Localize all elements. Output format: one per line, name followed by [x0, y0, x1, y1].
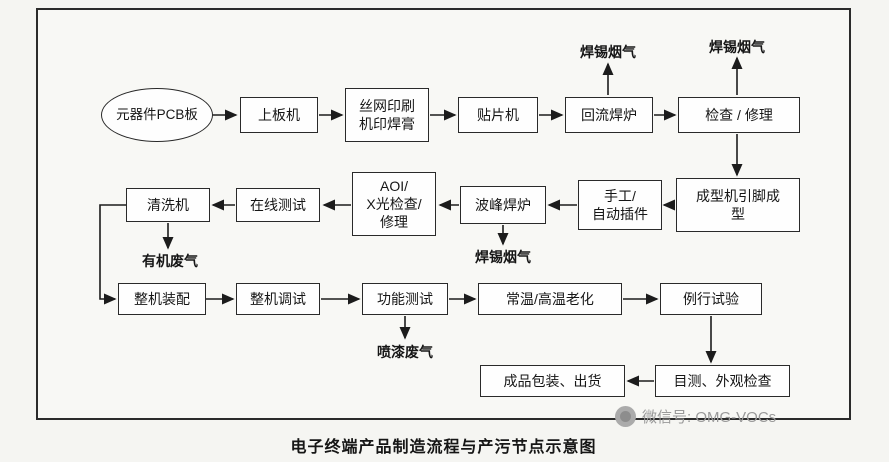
node-inspect-repair: 检查 / 修理	[678, 97, 800, 133]
watermark-logo-icon	[615, 406, 636, 427]
node-reflow-oven: 回流焊炉	[565, 97, 653, 133]
label-solder-fume-inspect: 焊锡烟气	[709, 39, 765, 55]
node-pack-ship: 成品包装、出货	[480, 365, 625, 397]
node-silk-print: 丝网印刷 机印焊膏	[345, 88, 429, 142]
label-organic-waste-gas: 有机废气	[142, 253, 198, 269]
node-inline-test: 在线测试	[236, 188, 320, 222]
node-manual-insert: 手工/ 自动插件	[578, 180, 662, 230]
node-function-test: 功能测试	[362, 283, 448, 315]
label-paint-waste-gas: 喷漆废气	[377, 344, 433, 360]
node-routine-test: 例行试验	[660, 283, 762, 315]
label-solder-fume-wave: 焊锡烟气	[475, 249, 531, 265]
node-pick-place: 贴片机	[458, 97, 538, 133]
node-board-loader: 上板机	[240, 97, 318, 133]
node-wave-solder: 波峰焊炉	[460, 186, 546, 224]
diagram-title: 电子终端产品制造流程与产污节点示意图	[290, 439, 597, 456]
node-assembly: 整机装配	[118, 283, 206, 315]
node-aoi-xray: AOI/ X光检查/ 修理	[352, 172, 436, 236]
node-cleaner: 清洗机	[126, 188, 210, 222]
node-aging: 常温/高温老化	[478, 283, 622, 315]
node-debug: 整机调试	[236, 283, 320, 315]
label-solder-fume-reflow: 焊锡烟气	[580, 44, 636, 60]
node-visual-inspect: 目测、外观检查	[655, 365, 790, 397]
watermark: 微信号: OMG-VOCs	[615, 406, 776, 427]
watermark-text: 微信号: OMG-VOCs	[642, 409, 777, 426]
node-pcb-board: 元器件PCB板	[101, 88, 213, 142]
node-forming: 成型机引脚成 型	[676, 178, 800, 232]
